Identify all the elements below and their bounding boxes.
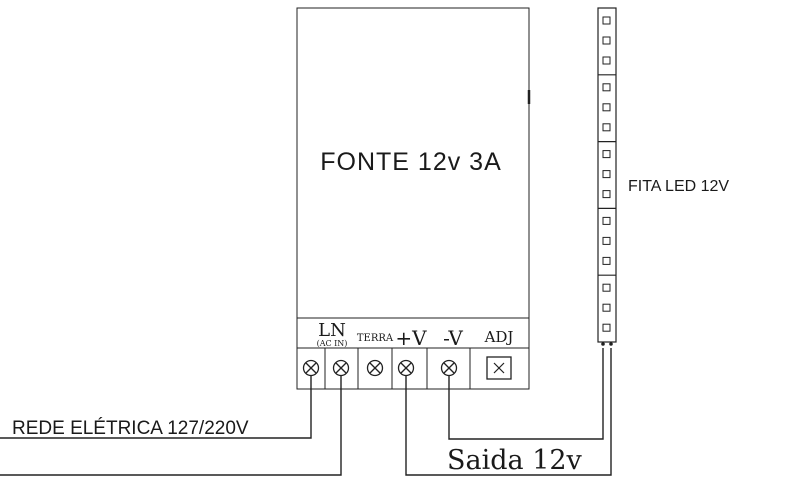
led-chip-icon — [602, 323, 611, 332]
terminal-label-ac-in: (AC IN) — [317, 339, 348, 348]
mains-label: REDE ELÉTRICA 127/220V — [12, 418, 249, 439]
screw-icon — [397, 359, 415, 377]
led-chip-icon — [602, 83, 611, 92]
terminal-label-plus-v: +V — [395, 326, 427, 350]
led-chip-icon — [602, 170, 611, 179]
led-chip-icon — [602, 283, 611, 292]
led-chip-icon — [602, 216, 611, 225]
screw-icon — [302, 359, 320, 377]
terminal-label-adj: ADJ — [484, 328, 514, 346]
terminal-label-ln: LN — [318, 320, 346, 341]
led-chip-icon — [602, 16, 611, 25]
screw-icon — [366, 359, 384, 377]
led-chip-icon — [602, 236, 611, 245]
led-chip-icon — [602, 56, 611, 65]
terminal-label-minus-v: -V — [443, 326, 463, 350]
led-strip-contact — [609, 342, 613, 346]
power-supply-label: FONTE 12v 3A — [320, 148, 502, 176]
led-strip — [597, 7, 617, 343]
led-chip-icon — [602, 256, 611, 265]
led-strip-contact — [601, 342, 605, 346]
led-chip-icon — [602, 303, 611, 312]
output-wires — [405, 348, 612, 476]
led-chip-icon — [602, 123, 611, 132]
screw-icon — [440, 359, 458, 377]
output-label: Saida 12v — [447, 445, 583, 476]
led-chip-icon — [602, 150, 611, 159]
mains-wires — [0, 376, 342, 476]
adjust-potentiometer-icon — [486, 356, 512, 380]
led-chip-icon — [602, 36, 611, 45]
power-supply-box — [296, 7, 531, 390]
screw-icon — [332, 359, 350, 377]
terminal-block — [296, 348, 471, 389]
led-chip-icon — [602, 190, 611, 199]
led-chip-icon — [602, 103, 611, 112]
terminal-label-terra: TERRA — [357, 333, 394, 344]
led-strip-label: FITA LED 12V — [628, 178, 729, 195]
